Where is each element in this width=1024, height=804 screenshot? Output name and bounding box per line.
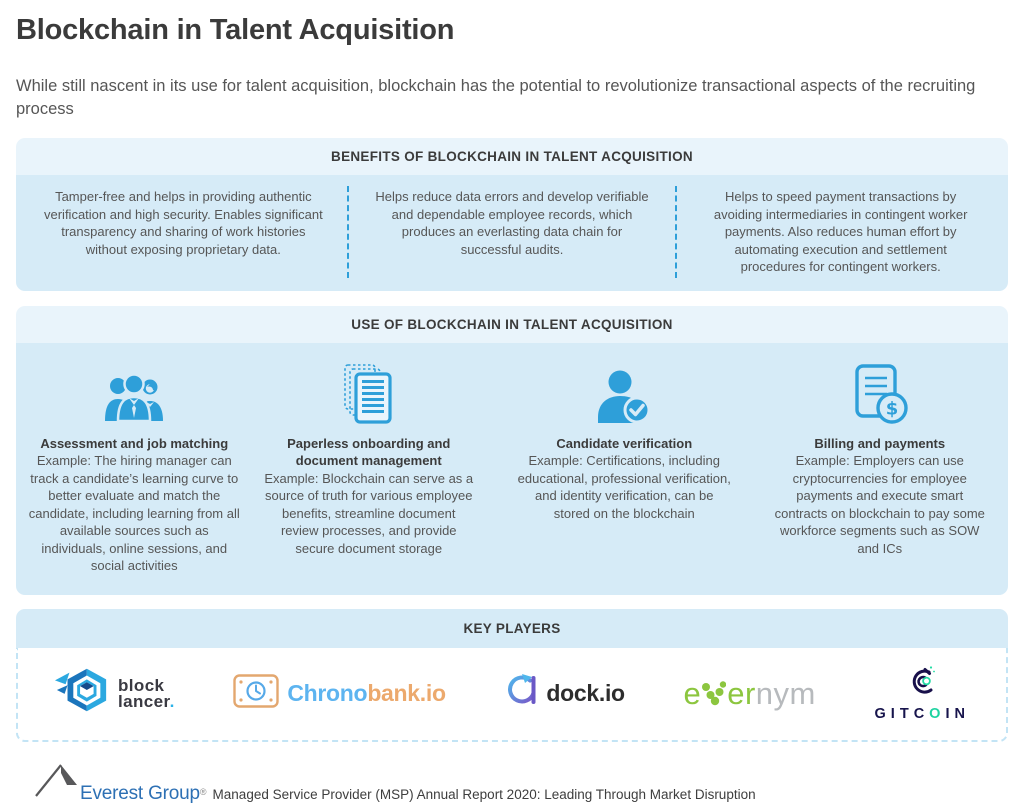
page-subtitle: While still nascent in its use for talen… [16,77,976,118]
page-title: Blockchain in Talent Acquisition [16,14,455,46]
benefit-item-3: Helps to speed payment transactions by a… [675,186,1004,278]
use-item-verification: Candidate verification Example: Certific… [491,353,758,575]
mountain-peak-icon [34,762,80,803]
use-title-assessment: Assessment and job matching [40,435,229,451]
everest-group-wordmark: Everest Group [80,782,200,804]
registered-trademark-symbol: ® [199,786,207,797]
blocklancer-logo: block lancer. [54,667,175,720]
uses-section: USE OF BLOCKCHAIN IN TALENT ACQUISITION [16,305,1008,595]
use-title-paperless: Paperless onboarding and document manage… [287,435,451,469]
uses-body: Assessment and job matching Example: The… [16,342,1008,595]
use-desc-paperless: Example: Blockchain can serve as a sourc… [264,470,474,556]
uses-section-header: USE OF BLOCKCHAIN IN TALENT ACQUISITION [16,305,1008,343]
footer: Everest Group ® Managed Service Provider… [16,762,1008,803]
report-title: Managed Service Provider (MSP) Annual Re… [212,786,756,802]
dock-wordmark: dock.io [546,680,625,706]
evernym-wordmark-er: er [727,675,756,711]
dock-logo: dock.io [504,672,625,715]
blocklancer-icon [54,667,110,720]
evernym-wordmark-e: e [683,675,702,711]
key-players-header: KEY PLAYERS [16,608,1008,648]
use-desc-billing: Example: Employers can use cryptocurrenc… [774,453,985,556]
use-title-billing: Billing and payments [814,435,946,451]
benefit-item-2: Helps reduce data errors and develop ver… [346,186,676,278]
stacked-documents-icon [262,359,477,425]
invoice-dollar-icon: $ [773,359,988,425]
person-check-icon [517,359,732,425]
use-item-paperless: Paperless onboarding and document manage… [247,353,492,575]
blocklancer-wordmark: block lancer. [118,675,175,711]
evernym-logo: e er nym [683,676,815,712]
use-title-verification: Candidate verification [556,435,693,451]
gitcoin-icon [906,665,938,702]
key-players-body: block lancer. Chronobank.io [16,647,1008,742]
team-icon [27,359,242,425]
dock-icon [504,672,538,715]
chronobank-logo: Chronobank.io [233,674,446,713]
chronobank-wordmark: Chronobank.io [287,680,446,706]
benefits-section: BENEFITS OF BLOCKCHAIN IN TALENT ACQUISI… [16,138,1008,291]
use-item-assessment: Assessment and job matching Example: The… [22,353,247,575]
use-desc-verification: Example: Certifications, including educa… [517,453,731,521]
use-desc-assessment: Example: The hiring manager can track a … [28,453,240,573]
gitcoin-wordmark: GITCOIN [874,706,970,722]
benefit-item-1: Tamper-free and helps in providing authe… [44,189,323,257]
use-item-billing: $ Billing and payments Example: Employer… [758,353,1003,575]
chronobank-icon [233,674,280,713]
benefits-body: Tamper-free and helps in providing authe… [16,175,1008,291]
benefits-section-header: BENEFITS OF BLOCKCHAIN IN TALENT ACQUISI… [16,138,1008,175]
everest-group-logo: Everest Group ® [34,762,207,803]
svg-text:$: $ [885,398,898,419]
gitcoin-logo: GITCOIN [875,665,970,722]
evernym-v-dots-icon [702,680,727,711]
key-players-section: KEY PLAYERS block [16,608,1008,742]
evernym-wordmark-nym: nym [755,675,816,711]
